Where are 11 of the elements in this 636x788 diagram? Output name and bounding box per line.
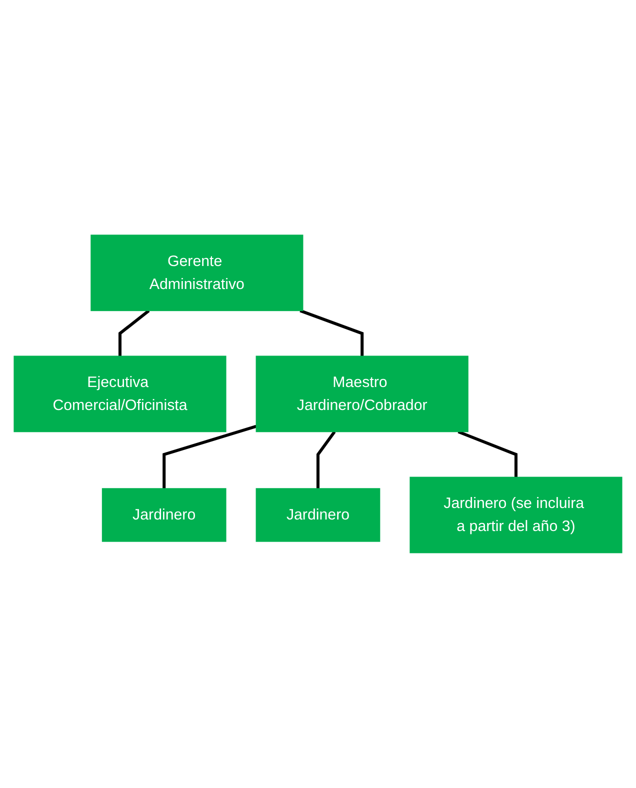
node-box: Jardinero	[256, 488, 380, 542]
node-box: Maestro Jardinero/Cobrador	[256, 356, 468, 432]
connector	[300, 309, 364, 356]
connector	[118, 310, 150, 356]
connector	[458, 430, 518, 478]
node-box: Ejecutiva Comercial/Oficinista	[14, 356, 226, 432]
node-box: Jardinero (se incluira a partir del año 3)	[410, 476, 622, 554]
connector	[316, 430, 336, 489]
connector	[162, 424, 257, 489]
node-box: Jardinero	[102, 488, 226, 542]
node-box: Gerente Administrativo	[90, 234, 304, 312]
